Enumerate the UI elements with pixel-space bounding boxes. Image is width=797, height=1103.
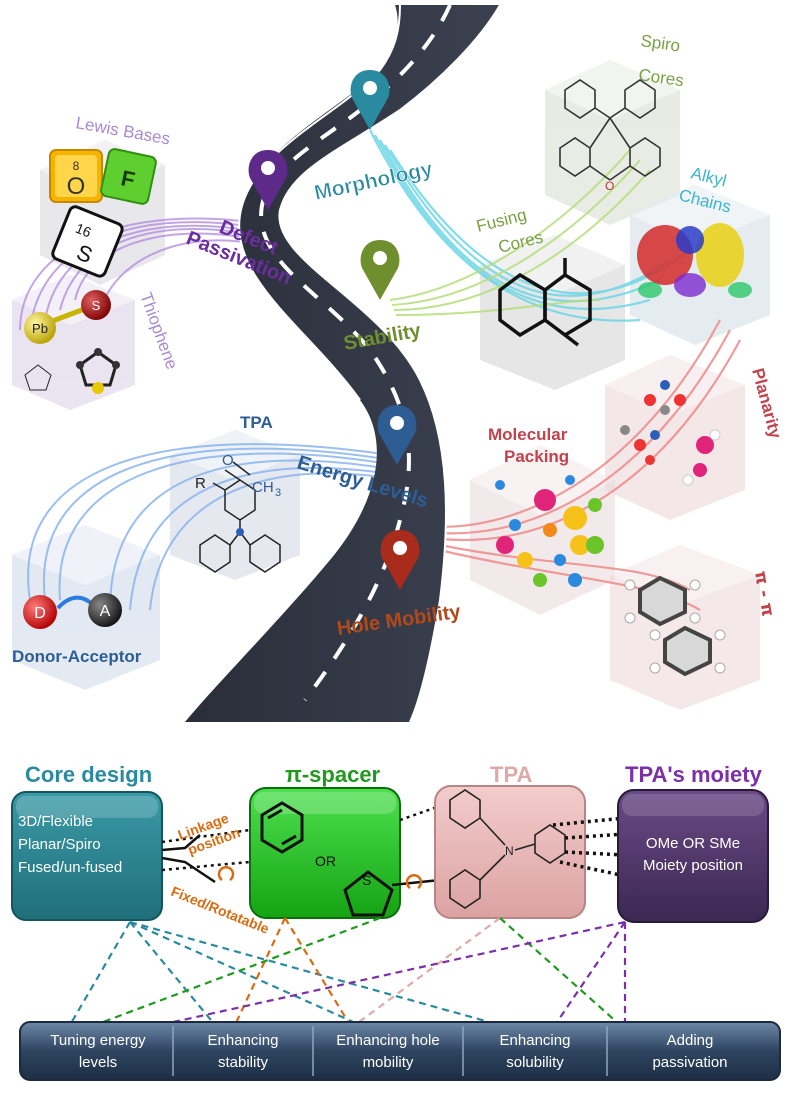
design-scheme-panel: Core design π-spacer TPA TPA's moiety 3D… xyxy=(11,762,781,1081)
ribbons-green xyxy=(389,149,651,316)
core-spacer-links xyxy=(161,828,251,884)
ribbons-cyan xyxy=(369,129,691,322)
spacer-or-text: OR xyxy=(315,853,336,869)
spiro-o-text: O xyxy=(605,179,614,193)
oxygen-tile-icon: 8 O xyxy=(49,149,103,203)
donor-acceptor-arrow-icon xyxy=(56,595,94,610)
svg-text:O: O xyxy=(67,173,86,200)
rotation-icon-left xyxy=(217,866,235,882)
svg-text:D: D xyxy=(34,605,46,622)
tpa-ch3-text: CH xyxy=(252,479,274,496)
spacer-tpa-links xyxy=(391,804,441,887)
cube-molecular-packing xyxy=(470,445,615,615)
tpa-nitrogen-icon xyxy=(236,528,244,536)
thiophene-3d-icon xyxy=(76,348,120,394)
pb-s-molecule-icon: Pb S xyxy=(24,290,111,344)
bottom-bar xyxy=(19,1021,781,1081)
tpa-box xyxy=(434,785,586,919)
label-fusing-1: Fusing xyxy=(474,205,528,236)
pin-defect-passivation xyxy=(248,150,288,210)
svg-text:Pb: Pb xyxy=(32,321,48,336)
btn-tuning-energy-2: levels xyxy=(79,1054,117,1071)
label-tpa: TPA xyxy=(240,413,273,432)
tpa-r-text: R xyxy=(195,475,206,492)
label-donor-acceptor: Donor-Acceptor xyxy=(12,647,142,666)
svg-text:A: A xyxy=(100,603,111,620)
header-pi-spacer: π-spacer xyxy=(285,762,381,787)
svg-text:16: 16 xyxy=(73,220,94,241)
roadmap-panel: Morphology Defect Passivation Stability … xyxy=(12,4,785,723)
btn-solubility-1: Enhancing xyxy=(500,1032,571,1049)
acceptor-ball-icon: A xyxy=(88,593,122,627)
pin-energy-levels xyxy=(377,405,417,465)
cube-donor-acceptor xyxy=(12,525,160,690)
btn-solubility-2: solubility xyxy=(506,1054,564,1071)
btn-hole-mobility-1: Enhancing hole xyxy=(336,1032,439,1049)
btn-stability-1: Enhancing xyxy=(208,1032,279,1049)
cube-fusing xyxy=(480,235,625,390)
thiophene-structure-icon xyxy=(24,364,52,391)
label-molecular-1: Molecular xyxy=(488,425,568,444)
donor-ball-icon: D xyxy=(23,595,57,629)
spiro-structure-icon xyxy=(559,79,661,181)
planarity-molecules-icon xyxy=(620,380,721,486)
label-planarity: Planarity xyxy=(748,366,785,441)
pi-pi-stacking-icon xyxy=(624,575,726,677)
core-line-3: Fused/un-fused xyxy=(18,859,122,876)
label-molecular-2: Packing xyxy=(504,447,569,466)
ribbons-blue xyxy=(27,443,401,611)
label-lewis-bases: Lewis Bases xyxy=(74,113,171,148)
label-thiophene: Thiophene xyxy=(136,290,181,372)
core-line-1: 3D/Flexible xyxy=(18,813,93,830)
label-spiro-1: Spiro xyxy=(639,31,681,55)
pin-stability xyxy=(360,240,400,300)
pin-morphology xyxy=(350,70,390,130)
header-tpa-moiety: TPA's moiety xyxy=(625,762,763,787)
btn-passivation-2: passivation xyxy=(652,1054,727,1071)
moiety-line-2: Moiety position xyxy=(643,857,743,874)
moiety-line-1: OMe OR SMe xyxy=(646,835,740,852)
btn-passivation-1: Adding xyxy=(667,1032,714,1049)
core-line-2: Planar/Spiro xyxy=(18,836,101,853)
core-design-box xyxy=(11,791,163,921)
fused-core-structure-icon xyxy=(498,258,592,347)
fluorine-tile-icon: F xyxy=(100,148,157,205)
molecular-packing-icon xyxy=(495,475,604,587)
header-core-design: Core design xyxy=(25,762,152,787)
svg-text:S: S xyxy=(92,298,101,313)
pin-hole-mobility xyxy=(380,530,420,590)
tpa-lower-structure-icon xyxy=(449,789,566,909)
btn-tuning-energy-1: Tuning energy xyxy=(50,1032,146,1049)
cube-planarity xyxy=(605,355,745,520)
cube-spiro xyxy=(545,60,680,225)
label-morphology: Morphology xyxy=(312,157,435,205)
tpa-o-text: O xyxy=(222,452,234,469)
svg-text:8: 8 xyxy=(73,159,80,173)
tpa-moiety-links xyxy=(552,816,626,878)
rotation-icon-right xyxy=(405,874,423,890)
tpa-moiety-box xyxy=(617,789,769,923)
influence-lines xyxy=(69,916,627,1027)
thiophene-spacer-icon xyxy=(343,870,394,917)
benzene-icon xyxy=(260,801,304,854)
spacer-s-text: S xyxy=(362,872,371,888)
tpa-ch3-subscript: 3 xyxy=(275,487,281,499)
btn-hole-mobility-2: mobility xyxy=(363,1054,414,1071)
alkyl-chains-icon xyxy=(637,223,752,298)
svg-text:F: F xyxy=(119,165,137,192)
tpa-n-text: N xyxy=(505,844,514,858)
bottom-dividers xyxy=(172,1026,608,1076)
sulfur-tile-icon: 16 S xyxy=(51,205,124,278)
header-tpa: TPA xyxy=(490,762,532,787)
btn-stability-2: stability xyxy=(218,1054,269,1071)
